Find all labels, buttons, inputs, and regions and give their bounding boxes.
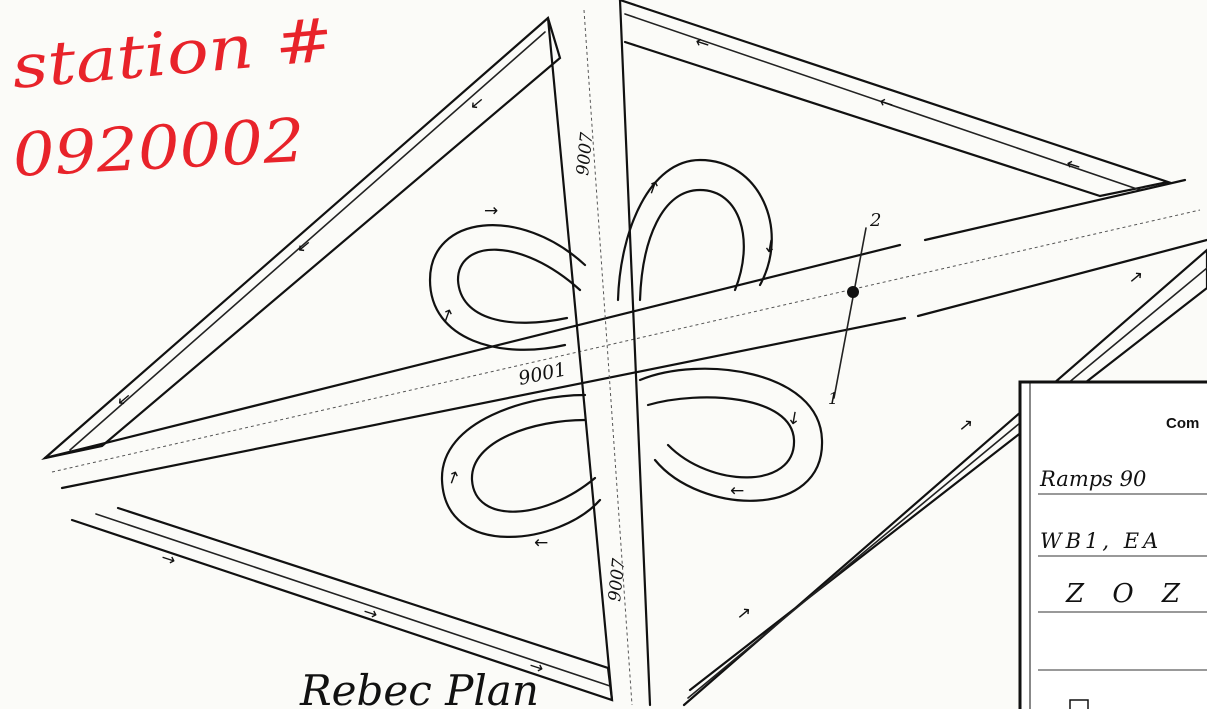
counter-label-2: 2	[869, 210, 881, 231]
comments-line-3: Z O Z	[1065, 579, 1190, 609]
station-number: 0920002	[11, 106, 306, 191]
road-9007	[548, 0, 650, 705]
arrow-icon: ←	[730, 481, 744, 501]
counter-label-1: 1	[828, 389, 838, 408]
comments-title: Com	[1166, 415, 1199, 432]
counter-dot	[847, 286, 859, 298]
arrow-icon: ←	[112, 387, 136, 411]
comments-box: Com Ramps 90 WB1, EA Z O Z	[1020, 382, 1207, 709]
signature: Rebec Plan	[299, 666, 539, 709]
arrow-icon: →	[783, 409, 805, 427]
arrow-icon: ←	[534, 533, 548, 553]
counter-marker: 2 1	[828, 210, 881, 408]
arrow-icon: →	[732, 601, 756, 625]
station-label: station #	[9, 5, 336, 103]
comments-line-2: WB1, EA	[1040, 529, 1162, 553]
arrow-icon: →	[436, 305, 460, 325]
arrow-icon: ←	[876, 92, 896, 115]
road-label-9007-lower: 9007	[605, 557, 629, 602]
arrow-icon: ←	[1063, 154, 1083, 177]
road-label-9007-upper: 9007	[573, 131, 597, 176]
comments-line-1: Ramps 90	[1039, 467, 1146, 491]
arrow-icon: →	[442, 467, 466, 487]
arrow-icon: ←	[692, 32, 712, 55]
arrow-icon: →	[954, 413, 978, 437]
road-label-9001: 9001	[516, 358, 568, 390]
arrow-icon: →	[759, 237, 781, 255]
arrow-icon: →	[158, 548, 178, 571]
arrow-icon: →	[1124, 265, 1148, 289]
arrow-icon: →	[484, 201, 498, 221]
arrow-icon: ←	[465, 91, 489, 115]
